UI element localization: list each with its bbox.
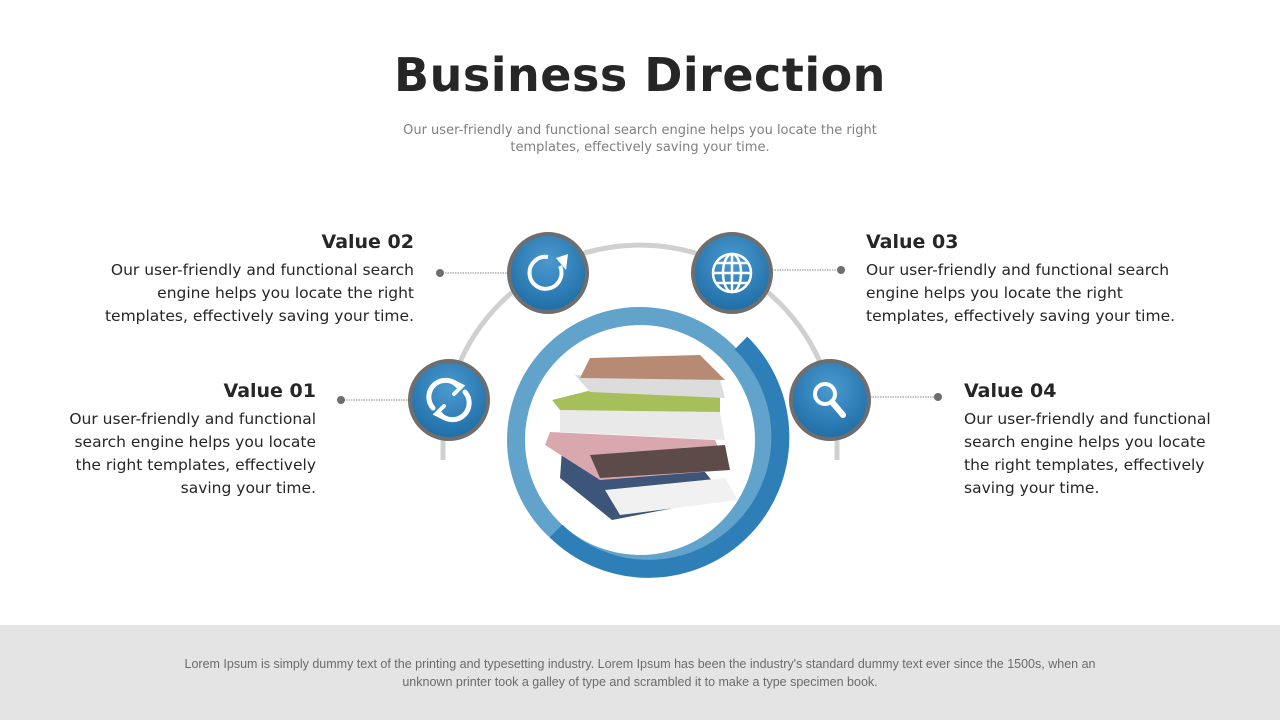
value-01-text: Our user-friendly and functional search … bbox=[69, 410, 316, 497]
swap-arrows-icon bbox=[426, 377, 472, 423]
value-01-title: Value 01 bbox=[223, 380, 316, 402]
value-02-title: Value 02 bbox=[321, 231, 414, 253]
diagram bbox=[337, 232, 942, 578]
value-02-text: Our user-friendly and functional search … bbox=[104, 261, 414, 325]
search-icon bbox=[813, 382, 846, 418]
page-title: Business Direction bbox=[394, 48, 886, 102]
value-04-icon-button[interactable] bbox=[789, 359, 871, 441]
connector-arc bbox=[440, 242, 840, 460]
value-03-icon-button[interactable] bbox=[691, 232, 773, 314]
value-01-icon-button[interactable] bbox=[408, 359, 490, 441]
page-subtitle: Our user-friendly and functional search … bbox=[403, 123, 877, 155]
value-02-block: Value 02 Our user-friendly and functiona… bbox=[100, 231, 414, 328]
documents-stack-image bbox=[545, 355, 738, 520]
connector-dots bbox=[337, 266, 942, 404]
connector-lines bbox=[341, 269, 938, 401]
globe-icon bbox=[711, 252, 753, 294]
value-04-title: Value 04 bbox=[964, 380, 1057, 402]
footer-bar: Lorem Ipsum is simply dummy text of the … bbox=[0, 625, 1280, 720]
value-01-block: Value 01 Our user-friendly and functiona… bbox=[60, 380, 316, 500]
value-04-text: Our user-friendly and functional search … bbox=[964, 410, 1211, 497]
footer-text: Lorem Ipsum is simply dummy text of the … bbox=[184, 657, 1096, 689]
value-03-title: Value 03 bbox=[866, 231, 959, 253]
refresh-icon bbox=[527, 254, 568, 291]
value-03-block: Value 03 Our user-friendly and functiona… bbox=[866, 231, 1180, 328]
value-04-block: Value 04 Our user-friendly and functiona… bbox=[964, 380, 1220, 500]
value-03-text: Our user-friendly and functional search … bbox=[866, 261, 1176, 325]
value-02-icon-button[interactable] bbox=[507, 232, 589, 314]
